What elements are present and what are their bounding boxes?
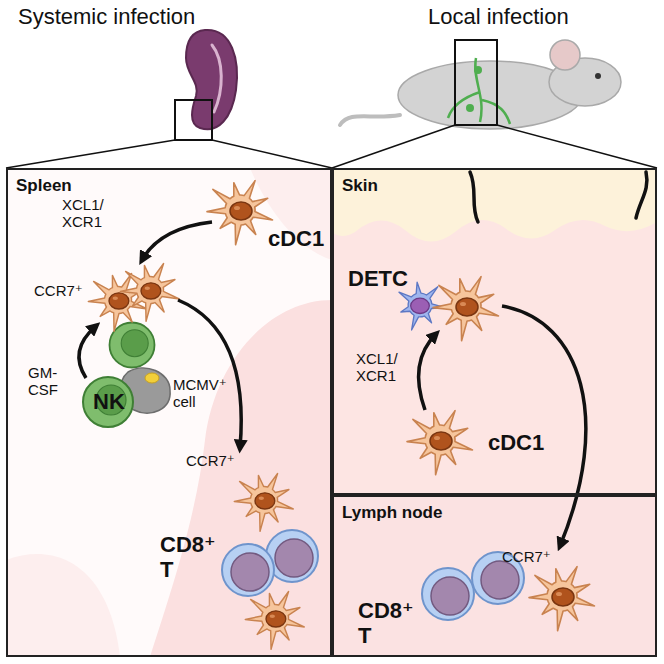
cell-label: CD8⁺ T — [358, 598, 414, 649]
cell-label: GM- CSF — [28, 364, 58, 399]
panel-title: Systemic infection — [18, 4, 195, 29]
region-label: Spleen — [16, 176, 72, 196]
panel-title: Local infection — [428, 4, 569, 29]
region-label: Skin — [342, 176, 378, 196]
cell-label: NK — [93, 389, 125, 414]
region-label: Lymph node — [342, 503, 442, 523]
cell-label: CCR7⁺ — [186, 452, 235, 469]
cell-label: XCL1/ XCR1 — [62, 196, 104, 231]
cell-label: cDC1 — [488, 430, 544, 455]
cell-label: CCR7⁺ — [34, 282, 83, 299]
cell-label: cDC1 — [268, 226, 324, 251]
cell-label: CCR7⁺ — [502, 548, 551, 565]
cell-label: CD8⁺ T — [160, 532, 216, 583]
cell-label: XCL1/ XCR1 — [356, 350, 398, 385]
cell-label: MCMV⁺ cell — [173, 376, 227, 411]
region-panel: Lymph node — [332, 495, 657, 657]
cell-label: DETC — [348, 266, 408, 291]
